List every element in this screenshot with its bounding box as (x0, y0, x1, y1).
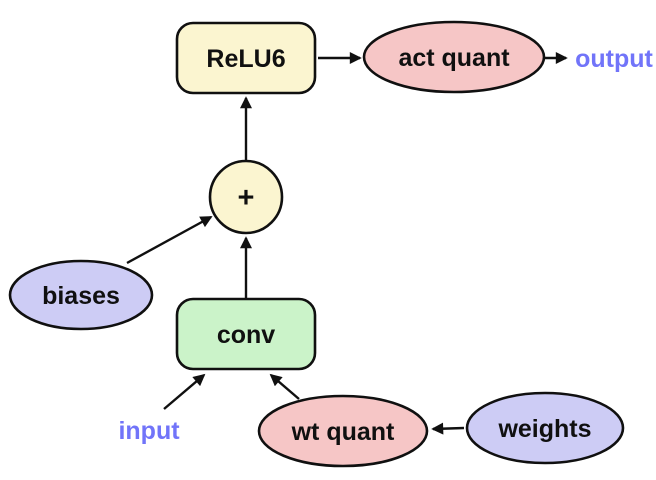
node-input-label: input (118, 417, 180, 445)
node-conv: conv (175, 297, 317, 371)
edge-weights-to-wt-quant (431, 422, 465, 435)
node-weights-ellipse (465, 391, 625, 465)
node-weights: weights (465, 391, 625, 465)
node-act-quant-ellipse (362, 20, 546, 94)
node-plus: + (208, 159, 284, 235)
edge-input-to-conv (163, 373, 206, 410)
node-wt-quant-label: wt quant (291, 418, 395, 446)
node-input: input (118, 417, 180, 445)
edge-wt-quant-to-conv (269, 373, 300, 400)
node-relu6-box (175, 21, 317, 95)
node-weights-label: weights (497, 415, 591, 443)
node-biases-label: biases (42, 282, 120, 310)
node-wt-quant: wt quant (257, 394, 429, 468)
node-output-label: output (575, 45, 653, 73)
node-relu6-label: ReLU6 (206, 45, 285, 73)
node-relu6: ReLU6 (175, 21, 317, 95)
node-act-quant-label: act quant (398, 44, 510, 72)
node-wt-quant-ellipse (257, 394, 429, 468)
node-conv-label: conv (217, 321, 275, 349)
edge-biases-to-plus (126, 215, 213, 265)
node-biases: biases (8, 259, 154, 331)
node-conv-box (175, 297, 317, 371)
node-biases-ellipse (8, 259, 154, 331)
node-act-quant: act quant (362, 20, 546, 94)
node-plus-ellipse (208, 159, 284, 235)
node-output: output (575, 45, 653, 73)
node-plus-label: + (238, 182, 255, 214)
